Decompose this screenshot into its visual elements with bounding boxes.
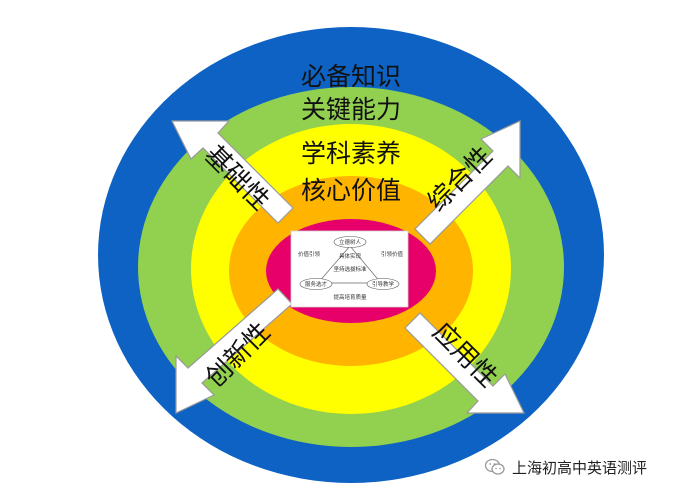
- node-top-label: 立德树人: [339, 238, 362, 246]
- bottom-label: 提高培育质量: [333, 293, 367, 301]
- wechat-icon: [484, 458, 505, 475]
- node-right: [366, 278, 400, 290]
- inner-top-label: 具体实现: [339, 252, 362, 260]
- footer-watermark: 上海初高中英语测评: [484, 456, 647, 478]
- ring-label-ability: 关键能力: [301, 95, 401, 124]
- ring-label-knowledge: 必备知识: [301, 62, 401, 91]
- arrow-bottom-right: [404, 312, 525, 414]
- arrow-top-left: [171, 120, 294, 224]
- edge-left-label: 价值引领: [298, 250, 321, 258]
- ring-label-value: 核心价值: [301, 176, 401, 205]
- edge-right-label: 引领价值: [381, 250, 404, 258]
- inner-bottom-label: 坚持选拔标准: [333, 265, 367, 273]
- arrow-top-right: [414, 120, 521, 245]
- ring-label-literacy: 学科素养: [301, 139, 401, 168]
- center-card: 立德树人 服务选才 引导教学 价值引领 引领价值 具体实现 坚持选拔标准 提高培…: [290, 230, 409, 308]
- footer-text: 上海初高中英语测评: [512, 458, 648, 477]
- node-left: [299, 278, 333, 290]
- node-right-label: 引导教学: [372, 280, 395, 288]
- arrow-bottom-left: [175, 288, 293, 414]
- node-left-label: 服务选才: [305, 280, 328, 288]
- node-top: [333, 236, 367, 248]
